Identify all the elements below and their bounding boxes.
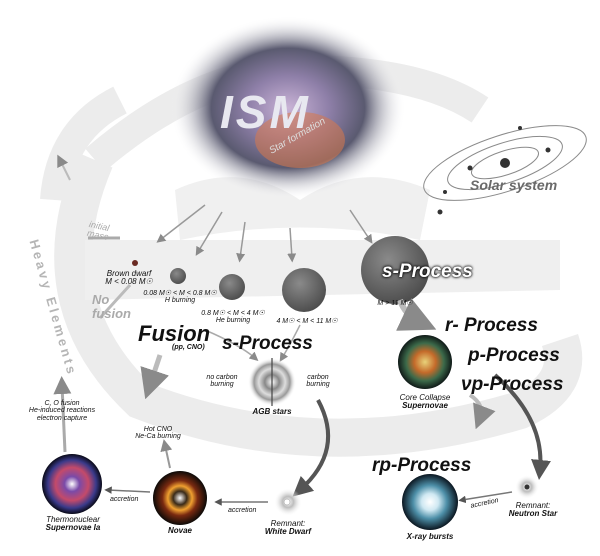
accretion-arrow-ns: [458, 491, 513, 504]
neutron-star-label: Remnant: Neutron Star: [500, 501, 566, 519]
h-burning-star: [170, 268, 186, 284]
h-burning-name: H burning: [164, 297, 196, 305]
no-fusion-label: No fusion: [92, 292, 131, 321]
he-burning-star: [219, 274, 245, 300]
hot-cno-arrow: [160, 439, 173, 469]
rp-process-label: rp-Process: [372, 455, 472, 476]
white-dwarf-core: [283, 498, 291, 506]
accretion-arrow-novae: [104, 486, 151, 494]
white-dwarf-line2: White Dwarf: [264, 527, 312, 537]
neutron-star-core: [524, 484, 530, 490]
heavy-elements-loop: [54, 152, 583, 457]
h-burning-label: 0.08 M☉ < M < 0.8 M☉ H burning: [138, 290, 222, 305]
brown-dwarf-star: [132, 260, 138, 266]
core-collapse-line2: Supernovae: [402, 401, 448, 411]
core-collapse-line1: Core Collapse: [399, 393, 451, 402]
co-fusion-line1: C, O fusion: [44, 400, 80, 407]
brown-dwarf-range: M < 0.08 M☉: [105, 277, 153, 287]
fusion-sub: (pp, CNO): [172, 344, 205, 351]
mid-mass-range: 4 M☉ < M < 11 M☉: [276, 318, 338, 325]
novae-label: Novae: [167, 526, 192, 535]
left-arc: [40, 86, 128, 202]
thermonuclear-line2: Supernovae Ia: [45, 523, 101, 533]
agb-label: AGB stars: [252, 407, 292, 416]
ism-glow: [255, 112, 345, 168]
co-fusion-label: C, O fusion He-induced reactions electro…: [20, 400, 104, 422]
fusion-label: Fusion: [138, 321, 211, 346]
high-mass-arrow: [396, 298, 437, 331]
neutron-star-line2: Neutron Star: [508, 509, 558, 519]
h-burning-range: 0.08 M☉ < M < 0.8 M☉: [143, 290, 217, 297]
solar-system-graphic: [423, 125, 587, 215]
brown-dwarf-name: Brown dwarf: [106, 269, 152, 278]
loop-arrow-up: [57, 154, 71, 181]
thermonuclear-line1: Thermonuclear: [46, 515, 100, 524]
brown-dwarf-label: Brown dwarf M < 0.08 M☉: [98, 269, 160, 287]
hot-cno-line2: Ne-Ca burning: [135, 433, 181, 441]
s-process-mid-label: s-Process: [222, 333, 313, 354]
high-mass-range: M > 11 M☉: [377, 300, 413, 307]
funnel-arrow-1: [156, 204, 206, 243]
high-mass-star: [361, 236, 429, 304]
he-burning-name: He burning: [215, 317, 251, 325]
no-carbon-label: no carbon burning: [206, 374, 238, 389]
white-dwarf-label: Remnant: White Dwarf: [255, 519, 321, 537]
xray-label: X-ray bursts: [406, 532, 454, 541]
s-process-arrow-right: [279, 324, 301, 362]
funnel-arrow-2: [195, 211, 223, 256]
he-burning-label: 0.8 M☉ < M < 4 M☉ He burning: [196, 310, 270, 325]
xray-burst-image: [402, 474, 458, 530]
he-burning-range: 0.8 M☉ < M < 4 M☉: [201, 310, 265, 317]
ism-nebula: [170, 16, 406, 200]
novae-image: [153, 471, 207, 525]
fusion-arrow: [140, 354, 169, 400]
core-collapse-image: [398, 335, 452, 389]
funnel-arrow-5: [349, 209, 373, 244]
accretion-label-novae: accretion: [110, 496, 139, 503]
hot-cno-label: Hot CNO Ne-Ca burning: [128, 426, 188, 441]
funnel-arrow-3: [236, 221, 246, 263]
neutron-star-line1: Remnant:: [515, 501, 551, 510]
neutron-star-arrow: [493, 373, 551, 480]
thermonuclear-label: Thermonuclear Supernovae Ia: [36, 515, 110, 533]
funnel-arrow-4: [287, 227, 297, 263]
co-fusion-line3: electron capture: [36, 414, 88, 422]
hot-cno-line1: Hot CNO: [143, 426, 173, 433]
thermonuclear-image: [42, 454, 102, 514]
solar-system-label: Solar system: [470, 177, 558, 193]
s-process-top-label: s-Process: [382, 261, 473, 282]
vp-process-label: νp-Process: [461, 374, 564, 395]
white-dwarf-line1: Remnant:: [270, 519, 306, 528]
accretion-label-wd: accretion: [228, 507, 257, 514]
carbon-burning-arrow: [292, 399, 331, 497]
r-process-label: r- Process: [445, 315, 538, 336]
carbon-label: carbon burning: [306, 374, 330, 389]
funnel: [175, 177, 430, 240]
mid-mass-star: [282, 268, 326, 312]
no-fusion-slash: [98, 283, 132, 320]
co-fusion-arrow: [53, 376, 72, 453]
r-process-arrow: [468, 393, 496, 430]
p-process-label: p-Process: [468, 345, 560, 366]
ism-title: ISM: [220, 86, 311, 138]
core-collapse-label: Core Collapse Supernovae: [393, 393, 457, 411]
s-process-arrow-left: [204, 329, 259, 361]
co-fusion-line2: He-induced reactions: [28, 407, 96, 415]
